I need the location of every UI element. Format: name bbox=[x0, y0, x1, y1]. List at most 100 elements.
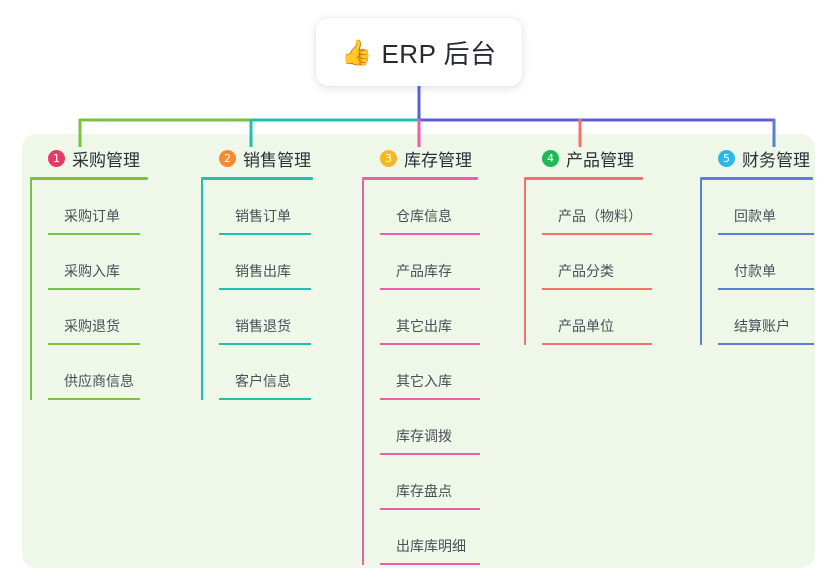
menu-item-label: 采购入库 bbox=[64, 263, 120, 279]
menu-item-label: 采购退货 bbox=[64, 318, 120, 334]
column-spine bbox=[201, 180, 203, 400]
column-header-3[interactable]: 3 库存管理 bbox=[362, 146, 478, 170]
column-underline bbox=[700, 177, 813, 180]
column-title: 产品管理 bbox=[566, 150, 634, 170]
menu-item-underline bbox=[380, 233, 480, 235]
menu-item-label: 销售出库 bbox=[235, 263, 291, 279]
column-badge-3: 3 bbox=[380, 149, 397, 167]
column-header-1[interactable]: 1 采购管理 bbox=[30, 146, 148, 170]
menu-item-label: 销售订单 bbox=[235, 208, 291, 224]
menu-item[interactable]: 销售订单 bbox=[219, 180, 313, 235]
menu-item-label: 采购订单 bbox=[64, 208, 120, 224]
menu-item-underline bbox=[219, 233, 311, 235]
menu-item-label: 其它出库 bbox=[396, 318, 452, 334]
menu-item[interactable]: 供应商信息 bbox=[48, 345, 148, 400]
menu-item-label: 结算账户 bbox=[734, 318, 790, 334]
menu-item-label: 销售退货 bbox=[235, 318, 291, 334]
column-badge-2: 2 bbox=[219, 149, 236, 167]
menu-item[interactable]: 结算账户 bbox=[718, 290, 814, 345]
menu-item-underline bbox=[380, 288, 480, 290]
menu-item-label: 出库库明细 bbox=[396, 538, 466, 554]
column-badge-1: 1 bbox=[48, 149, 65, 167]
menu-item-label: 库存调拨 bbox=[396, 428, 452, 444]
menu-item-underline bbox=[542, 343, 652, 345]
column-库存管理: 3 库存管理仓库信息产品库存其它出库其它入库库存调拨库存盘点出库库明细 bbox=[362, 146, 480, 565]
column-items: 产品（物料） 产品分类产品单位 bbox=[524, 180, 652, 345]
menu-item-underline bbox=[380, 398, 480, 400]
menu-item-underline bbox=[380, 453, 480, 455]
column-header-5[interactable]: 5 财务管理 bbox=[700, 146, 813, 170]
column-underline bbox=[30, 177, 148, 180]
menu-item[interactable]: 客户信息 bbox=[219, 345, 313, 400]
menu-item-label: 产品分类 bbox=[558, 263, 614, 279]
column-spine bbox=[30, 180, 32, 400]
menu-item-label: 供应商信息 bbox=[64, 373, 134, 389]
menu-item[interactable]: 产品分类 bbox=[542, 235, 652, 290]
menu-item-label: 产品单位 bbox=[558, 318, 614, 334]
menu-item-underline bbox=[48, 288, 140, 290]
column-items: 销售订单销售出库销售退货客户信息 bbox=[201, 180, 313, 400]
column-title: 销售管理 bbox=[243, 150, 311, 170]
menu-item[interactable]: 销售出库 bbox=[219, 235, 313, 290]
menu-item-underline bbox=[542, 288, 652, 290]
menu-item[interactable]: 采购订单 bbox=[48, 180, 148, 235]
menu-item[interactable]: 产品库存 bbox=[380, 235, 480, 290]
column-spine bbox=[524, 180, 526, 345]
column-items: 回款单付款单结算账户 bbox=[700, 180, 814, 345]
menu-item-underline bbox=[380, 508, 480, 510]
menu-item-underline bbox=[48, 233, 140, 235]
menu-item-label: 仓库信息 bbox=[396, 208, 452, 224]
menu-item-underline bbox=[718, 343, 814, 345]
thumbs-up-emoji: 👍 bbox=[341, 37, 373, 67]
menu-item[interactable]: 采购退货 bbox=[48, 290, 148, 345]
column-header-2[interactable]: 2 销售管理 bbox=[201, 146, 313, 170]
column-title: 采购管理 bbox=[72, 150, 140, 170]
column-采购管理: 1 采购管理采购订单采购入库采购退货供应商信息 bbox=[30, 146, 148, 400]
menu-item[interactable]: 库存盘点 bbox=[380, 455, 480, 510]
menu-item[interactable]: 其它出库 bbox=[380, 290, 480, 345]
menu-item-underline bbox=[219, 343, 311, 345]
content-panel bbox=[22, 134, 815, 568]
menu-item-underline bbox=[380, 563, 480, 565]
menu-item-label: 其它入库 bbox=[396, 373, 452, 389]
menu-item-underline bbox=[48, 398, 140, 400]
column-items: 采购订单采购入库采购退货供应商信息 bbox=[30, 180, 148, 400]
column-spine bbox=[362, 180, 364, 565]
column-spine bbox=[700, 180, 702, 345]
menu-item-label: 客户信息 bbox=[235, 373, 291, 389]
menu-item[interactable]: 其它入库 bbox=[380, 345, 480, 400]
menu-item-label: 产品库存 bbox=[396, 263, 452, 279]
column-title: 库存管理 bbox=[404, 150, 472, 170]
menu-item[interactable]: 出库库明细 bbox=[380, 510, 480, 565]
menu-item-underline bbox=[219, 398, 311, 400]
menu-item-underline bbox=[718, 288, 814, 290]
root-node[interactable]: 👍 ERP 后台 bbox=[316, 18, 522, 86]
menu-item[interactable]: 付款单 bbox=[718, 235, 814, 290]
menu-item-label: 回款单 bbox=[734, 208, 776, 224]
root-title: ERP 后台 bbox=[381, 38, 497, 69]
column-items: 仓库信息产品库存其它出库其它入库库存调拨库存盘点出库库明细 bbox=[362, 180, 480, 565]
menu-item[interactable]: 采购入库 bbox=[48, 235, 148, 290]
menu-item-label: 付款单 bbox=[734, 263, 776, 279]
menu-item[interactable]: 产品（物料） bbox=[542, 180, 652, 235]
menu-item[interactable]: 库存调拨 bbox=[380, 400, 480, 455]
menu-item-underline bbox=[48, 343, 140, 345]
menu-item[interactable]: 销售退货 bbox=[219, 290, 313, 345]
column-badge-5: 5 bbox=[718, 149, 735, 167]
menu-item[interactable]: 回款单 bbox=[718, 180, 814, 235]
column-财务管理: 5 财务管理回款单付款单结算账户 bbox=[700, 146, 814, 345]
menu-item-label: 产品（物料） bbox=[558, 208, 642, 224]
column-title: 财务管理 bbox=[742, 150, 810, 170]
column-underline bbox=[524, 177, 643, 180]
menu-item-underline bbox=[219, 288, 311, 290]
column-underline bbox=[201, 177, 313, 180]
menu-item-underline bbox=[380, 343, 480, 345]
column-销售管理: 2 销售管理销售订单销售出库销售退货客户信息 bbox=[201, 146, 313, 400]
menu-item[interactable]: 仓库信息 bbox=[380, 180, 480, 235]
column-underline bbox=[362, 177, 478, 180]
menu-item[interactable]: 产品单位 bbox=[542, 290, 652, 345]
menu-item-label: 库存盘点 bbox=[396, 483, 452, 499]
